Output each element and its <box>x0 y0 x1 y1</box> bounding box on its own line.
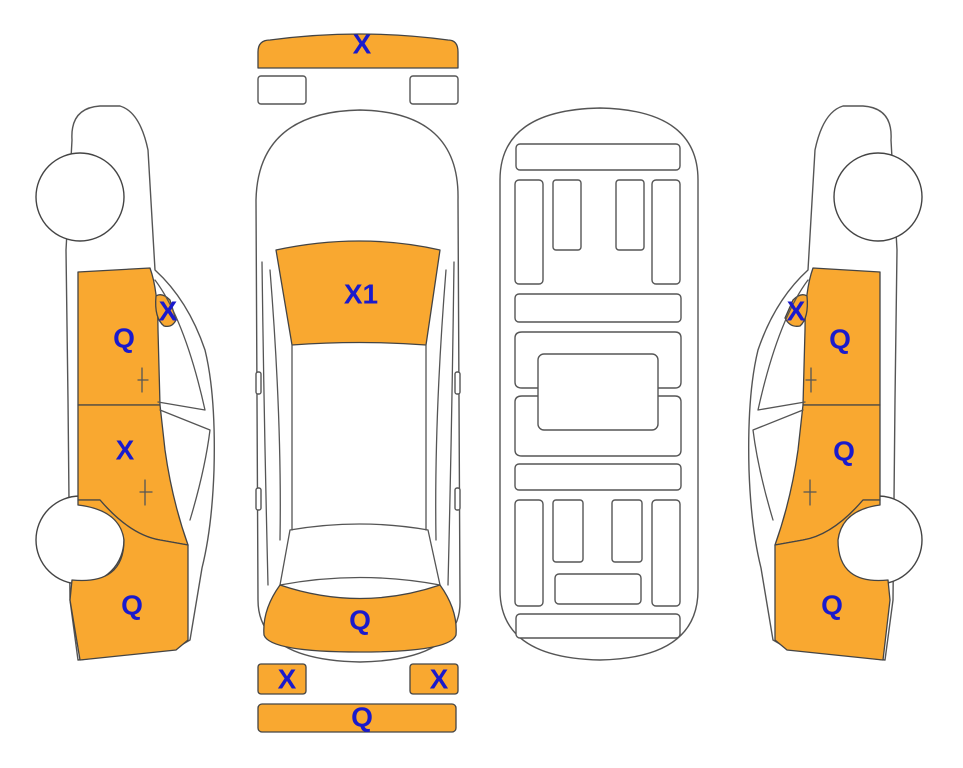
underbody-rear-left-inner <box>552 179 582 251</box>
left-door-handle-top <box>255 487 262 511</box>
right-side-window-line <box>757 279 809 411</box>
rear-bumper-code: X <box>353 28 372 59</box>
left-rear-quarter-window-panel <box>155 294 177 328</box>
side-contour-right <box>447 261 455 586</box>
underbody-rear-right-inner <box>615 179 645 251</box>
underbody-front-right-bay <box>651 499 681 607</box>
left-side-window-lower <box>159 409 211 521</box>
left-side-rear-wheel <box>35 152 125 242</box>
right-rear-door-code: Q <box>829 323 851 354</box>
right-front-fender-panel <box>774 499 891 661</box>
left-front-door-handle <box>139 479 153 506</box>
underbody-front-left-bay <box>514 499 544 607</box>
left-front-door-code: X <box>116 434 135 465</box>
right-rear-quarter-window-code: X <box>787 295 806 326</box>
right-side-rear-wheel <box>833 152 923 242</box>
hood-code: Q <box>349 604 371 635</box>
underbody-front-left-inner <box>552 499 584 563</box>
left-front-fender-code: Q <box>121 589 143 620</box>
left-rear-door-handle <box>137 367 149 393</box>
right-headlight-panel <box>409 663 459 695</box>
underbody-crossmember-1 <box>514 293 682 323</box>
front-bumper-panel <box>257 703 457 733</box>
right-headlight-code: X <box>430 663 449 694</box>
left-headlight-panel <box>257 663 307 695</box>
underbody-front-right-inner <box>611 499 643 563</box>
right-tail-light <box>409 75 459 105</box>
right-mirror <box>454 371 461 395</box>
underbody-center-plate <box>537 353 659 431</box>
left-rear-quarter-window-code: X <box>159 295 178 326</box>
inner-contour-right <box>435 269 447 541</box>
top-view-body-outline <box>255 109 461 663</box>
left-tail-light <box>257 75 307 105</box>
underbody-engine-plate <box>554 573 642 605</box>
right-front-door-handle <box>803 479 817 506</box>
left-side-view: X Q X Q <box>35 105 216 661</box>
left-side-window-line <box>154 279 206 411</box>
right-rear-door-handle <box>805 367 817 393</box>
underbody-front-rail <box>515 613 681 639</box>
left-rear-door-code: Q <box>113 322 135 353</box>
rear-bumper-panel <box>257 33 459 69</box>
front-bumper-code: Q <box>351 701 373 732</box>
left-front-fender-panel <box>69 499 189 661</box>
right-front-fender-code: Q <box>821 589 843 620</box>
underbody-crossmember-2 <box>514 463 682 491</box>
rear-window-code: X1 <box>344 278 378 309</box>
roof-outline <box>291 344 427 531</box>
left-headlight-code: X <box>278 663 297 694</box>
right-side-view: X Q Q Q <box>747 105 923 661</box>
hood-panel <box>263 584 457 653</box>
top-view: X X1 Q X X Q <box>255 28 461 733</box>
side-contour-left <box>261 261 269 586</box>
underbody-rear-right-bay <box>651 179 681 285</box>
right-rear-quarter-window-panel <box>784 294 808 327</box>
underbody-rear-left-bay <box>514 179 544 285</box>
right-side-window-lower <box>752 409 804 521</box>
right-front-door-code: Q <box>833 435 855 466</box>
inner-contour-left <box>269 269 281 541</box>
left-mirror <box>255 371 262 395</box>
underbody-view <box>499 107 699 661</box>
rear-window-panel <box>275 240 441 346</box>
right-door-handle-top <box>454 487 461 511</box>
underbody-rear-rail <box>515 143 681 171</box>
